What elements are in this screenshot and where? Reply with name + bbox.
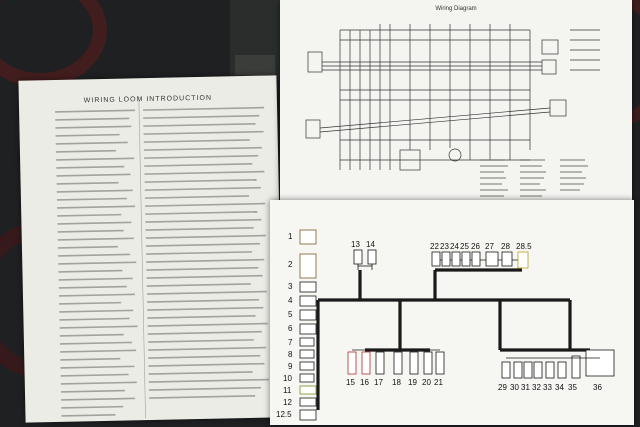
connector-label-32: 32 [532,383,541,392]
connector-label-20: 20 [422,378,431,387]
connector-label-13: 13 [351,240,360,249]
connector-label-27: 27 [485,242,494,251]
connector-label-7: 7 [288,338,293,347]
connector-label-17: 17 [374,378,383,387]
connector-label-5: 5 [288,310,293,319]
wiring-diagram-sheet: Wiring Diagram [280,0,632,205]
loom-tree [299,229,615,421]
connector-label-30: 30 [510,383,519,392]
connector-loom-sheet: 1 2 3 4 5 6 7 8 9 10 11 12 12.5 13 14 22… [270,200,634,425]
connector-label-35: 35 [568,383,577,392]
connector-label-26: 26 [471,242,480,251]
connector-label-31: 31 [521,383,530,392]
connector-label-24: 24 [450,242,459,251]
connector-label-22: 22 [430,242,439,251]
connector-label-8: 8 [288,350,293,359]
connector-label-28: 28 [501,242,510,251]
connector-label-14: 14 [366,240,375,249]
connector-label-12: 12 [283,398,292,407]
connector-label-2: 2 [288,260,293,269]
connector-label-6: 6 [288,324,293,333]
connector-label-4: 4 [288,296,293,305]
wiring-loom-introduction-sheet: WIRING LOOM INTRODUCTION [18,75,284,423]
connector-label-23: 23 [440,242,449,251]
connector-label-36: 36 [593,383,602,392]
intro-text-lines [55,96,269,419]
connector-label-33: 33 [543,383,552,392]
connector-label-12-5: 12.5 [276,410,292,419]
connector-label-11: 11 [283,386,292,395]
wiring-schematic [305,24,600,197]
connector-label-3: 3 [288,282,293,291]
connector-label-28-5: 28.5 [516,242,532,251]
connector-label-34: 34 [555,383,564,392]
connector-label-19: 19 [408,378,417,387]
connector-label-29: 29 [498,383,507,392]
connector-label-1: 1 [288,232,293,241]
connector-label-9: 9 [288,362,293,371]
connector-label-16: 16 [360,378,369,387]
wiring-diagram-title: Wiring Diagram [435,6,477,12]
connector-label-18: 18 [392,378,401,387]
connector-label-10: 10 [283,374,292,383]
connector-label-15: 15 [346,378,355,387]
connector-label-21: 21 [434,378,443,387]
connector-label-25: 25 [460,242,469,251]
